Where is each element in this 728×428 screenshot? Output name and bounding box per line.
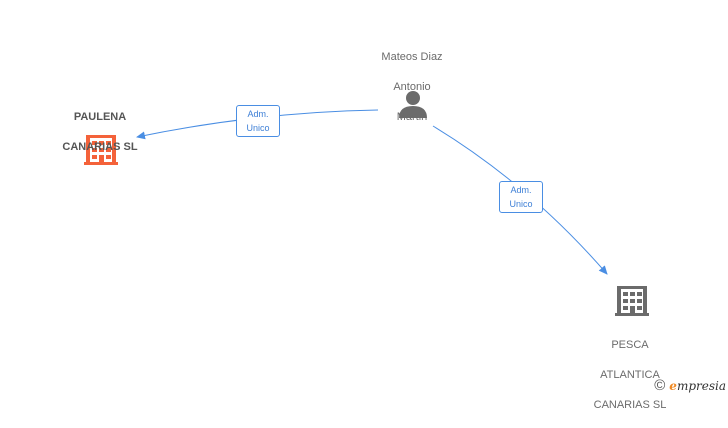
edge-role-label-pesca[interactable]: Adm. Unico: [499, 181, 543, 213]
person-name-line-1: Mateos Diaz: [381, 51, 443, 63]
edge-role-line-2: Unico: [246, 123, 270, 133]
company-other-line-3: CANARIAS SL: [593, 399, 667, 411]
copyright-icon: ©: [654, 377, 666, 394]
edge-role-line-1: Adm.: [247, 109, 269, 119]
company-main-line-1: PAULENA: [73, 111, 127, 123]
person-name-line-3: Martin: [396, 111, 428, 123]
edge-role-line-2: Unico: [509, 199, 533, 209]
brand-footer[interactable]: © empresia: [654, 377, 726, 394]
brand-logo: empresia: [669, 379, 726, 393]
person-name-label[interactable]: Mateos Diaz Antonio Martin: [362, 35, 462, 140]
edge-role-line-1: Adm.: [510, 185, 532, 195]
relationship-graph: [84, 91, 649, 316]
building-icon-pesca[interactable]: [615, 286, 649, 316]
edge-role-label-paulena[interactable]: Adm. Unico: [236, 105, 280, 137]
brand-name: mpresia: [676, 378, 726, 393]
company-other-line-2: ATLANTICA: [600, 369, 660, 381]
building-icon-paulena[interactable]: [84, 135, 118, 165]
person-icon[interactable]: [399, 91, 427, 118]
company-main-label[interactable]: PAULENA CANARIAS SL: [48, 95, 152, 170]
brand-initial: e: [669, 378, 677, 393]
company-other-line-1: PESCA: [611, 339, 649, 351]
person-name-line-2: Antonio: [393, 81, 431, 93]
company-main-line-2: CANARIAS SL: [62, 141, 138, 153]
company-other-label[interactable]: PESCA ATLANTICA CANARIAS SL: [580, 323, 680, 428]
